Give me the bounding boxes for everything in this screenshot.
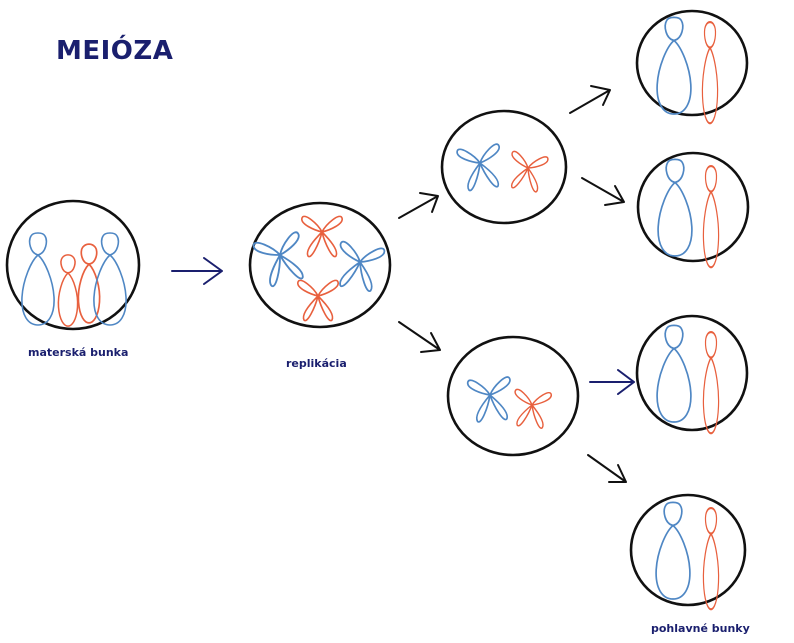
arrow-to-gamete-4: [587, 454, 627, 483]
arrow-to-lower-division: [398, 321, 441, 353]
gamete-cell-3: [635, 314, 749, 435]
replication-label: replikácia: [286, 357, 347, 370]
arrow-to-upper-division: [398, 192, 439, 219]
sex-cells-label: pohlavné bunky: [651, 622, 750, 635]
gamete-cell-4: [629, 493, 747, 611]
arrow-to-gamete-2: [581, 177, 625, 206]
gamete-cell-2: [636, 151, 750, 269]
diagram-title: MEIÓZA: [56, 36, 174, 66]
arrow-to-gamete-3: [589, 369, 635, 395]
division-upper-cell: [440, 109, 568, 225]
replication-cell: [248, 201, 392, 329]
arrow-to-gamete-1: [569, 85, 611, 114]
mother-cell: [5, 199, 141, 331]
division-lower-cell: [446, 335, 580, 457]
arrow-to-replication: [171, 257, 223, 285]
mother-cell-label: materská bunka: [28, 346, 129, 359]
gamete-cell-1: [635, 9, 749, 125]
